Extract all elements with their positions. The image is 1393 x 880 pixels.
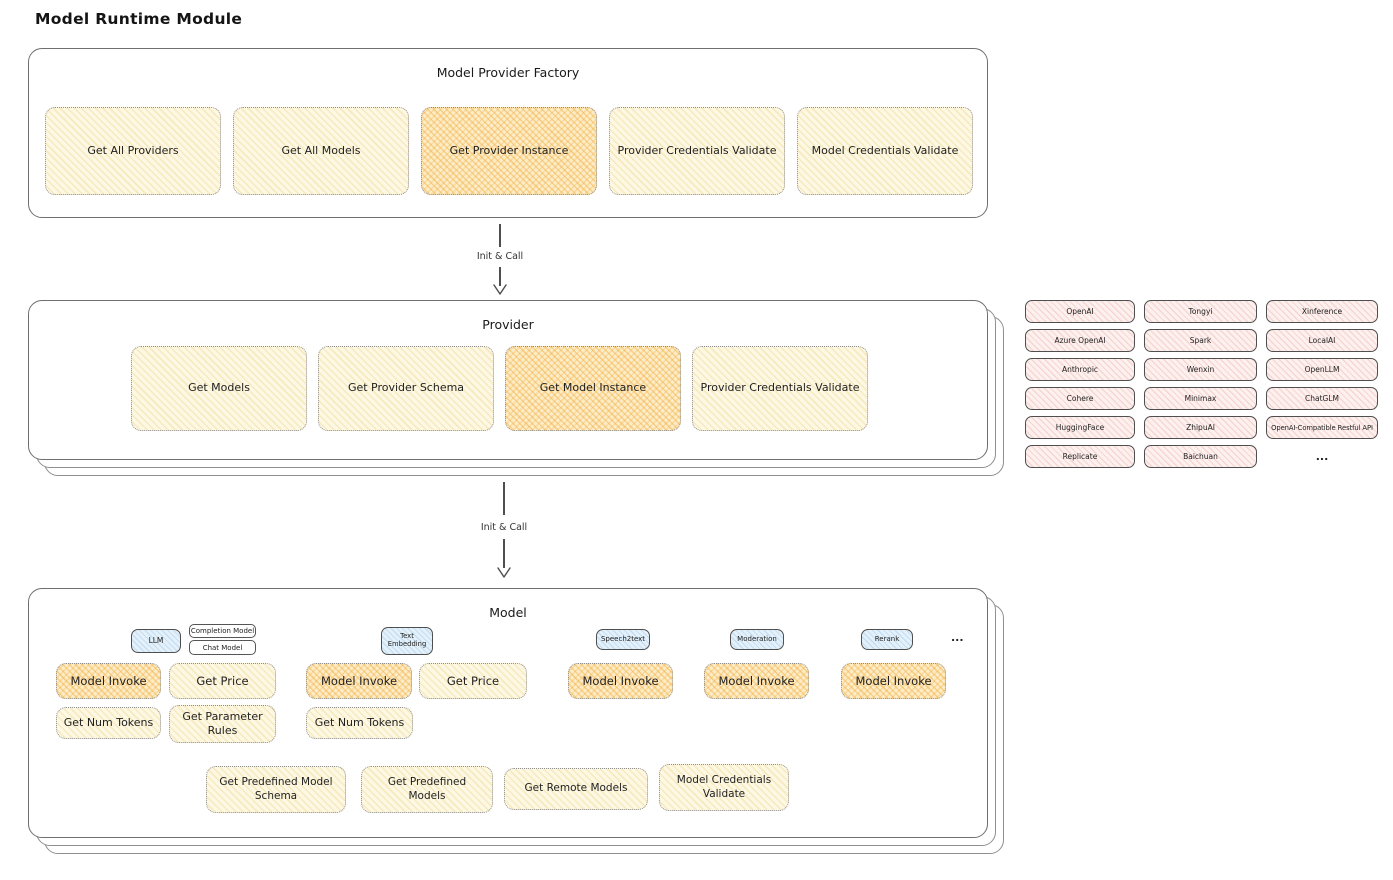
node-text-embedding-get-price: Get Price — [419, 663, 527, 699]
node-moderation-model-invoke: Model Invoke — [704, 663, 809, 699]
tab-chat-model: Chat Model — [189, 640, 256, 655]
tab-moderation: Moderation — [730, 629, 784, 650]
node-llm-get-parameter-rules: Get Parameter Rules — [169, 705, 276, 743]
factory-node-row: Get All Providers Get All Models Get Pro… — [45, 107, 973, 195]
provider-localai: LocalAI — [1266, 329, 1378, 352]
provider-wenxin: Wenxin — [1144, 358, 1257, 381]
tab-rerank: Rerank — [861, 629, 913, 650]
node-model-credentials-validate-common: Model Credentials Validate — [659, 764, 789, 811]
model-title: Model — [489, 605, 527, 620]
tab-llm: LLM — [131, 629, 181, 653]
page-title: Model Runtime Module — [35, 10, 243, 28]
node-get-model-instance: Get Model Instance — [505, 346, 681, 431]
provider-openllm: OpenLLM — [1266, 358, 1378, 381]
provider-node-row: Get Models Get Provider Schema Get Model… — [131, 346, 868, 431]
node-get-predefined-models: Get Predefined Models — [361, 766, 493, 813]
providers-more-ellipsis: ... — [1315, 450, 1329, 463]
provider-title: Provider — [482, 317, 534, 332]
provider-tongyi: Tongyi — [1144, 300, 1257, 323]
arrow-1-label: Init & Call — [476, 251, 524, 262]
provider-zhipuai: ZhipuAI — [1144, 416, 1257, 439]
node-get-remote-models: Get Remote Models — [504, 768, 648, 810]
node-llm-get-num-tokens: Get Num Tokens — [56, 707, 161, 739]
node-llm-get-price: Get Price — [169, 663, 276, 699]
provider-azure-openai: Azure OpenAI — [1025, 329, 1135, 352]
node-llm-model-invoke: Model Invoke — [56, 663, 161, 699]
provider-baichuan: Baichuan — [1144, 445, 1257, 468]
provider-minimax: Minimax — [1144, 387, 1257, 410]
node-rerank-model-invoke: Model Invoke — [841, 663, 946, 699]
provider-panel: Provider Get Models Get Provider Schema … — [28, 300, 988, 460]
arrow-2-line-bottom — [503, 539, 505, 568]
tab-completion-model: Completion Model — [189, 624, 256, 638]
node-text-embedding-model-invoke: Model Invoke — [306, 663, 412, 699]
node-get-all-models: Get All Models — [233, 107, 409, 195]
providers-grid: OpenAI Tongyi Xinference Azure OpenAI Sp… — [1025, 300, 1378, 468]
provider-spark: Spark — [1144, 329, 1257, 352]
provider-openai: OpenAI — [1025, 300, 1135, 323]
node-speech2text-model-invoke: Model Invoke — [568, 663, 673, 699]
node-text-embedding-get-num-tokens: Get Num Tokens — [306, 707, 413, 739]
provider-openai-compatible-restful-api: OpenAI-Compatible Restful API — [1266, 416, 1378, 439]
arrow-2-label: Init & Call — [480, 522, 528, 533]
node-get-all-providers: Get All Providers — [45, 107, 221, 195]
provider-cohere: Cohere — [1025, 387, 1135, 410]
model-panel: Model LLM Completion Model Chat Model Te… — [28, 588, 988, 838]
provider-huggingface: HuggingFace — [1025, 416, 1135, 439]
node-get-predefined-model-schema: Get Predefined Model Schema — [206, 766, 346, 813]
arrow-2-line-top — [503, 482, 505, 515]
arrow-1-head-icon — [493, 284, 507, 295]
node-get-provider-schema: Get Provider Schema — [318, 346, 494, 431]
provider-anthropic: Anthropic — [1025, 358, 1135, 381]
provider-xinference: Xinference — [1266, 300, 1378, 323]
tab-speech2text: Speech2text — [596, 629, 650, 650]
arrow-2-head-icon — [497, 567, 511, 578]
node-get-models: Get Models — [131, 346, 307, 431]
factory-title: Model Provider Factory — [436, 65, 580, 80]
arrow-1-line-top — [499, 224, 501, 247]
node-get-provider-instance: Get Provider Instance — [421, 107, 597, 195]
tabs-more-ellipsis: ... — [951, 631, 964, 644]
provider-chatglm: ChatGLM — [1266, 387, 1378, 410]
node-provider-credentials-validate-2: Provider Credentials Validate — [692, 346, 868, 431]
provider-replicate: Replicate — [1025, 445, 1135, 468]
tab-text-embedding: Text Embedding — [381, 627, 433, 655]
node-provider-credentials-validate: Provider Credentials Validate — [609, 107, 785, 195]
factory-panel: Model Provider Factory Get All Providers… — [28, 48, 988, 218]
node-model-credentials-validate: Model Credentials Validate — [797, 107, 973, 195]
arrow-1-line-bottom — [499, 267, 501, 286]
